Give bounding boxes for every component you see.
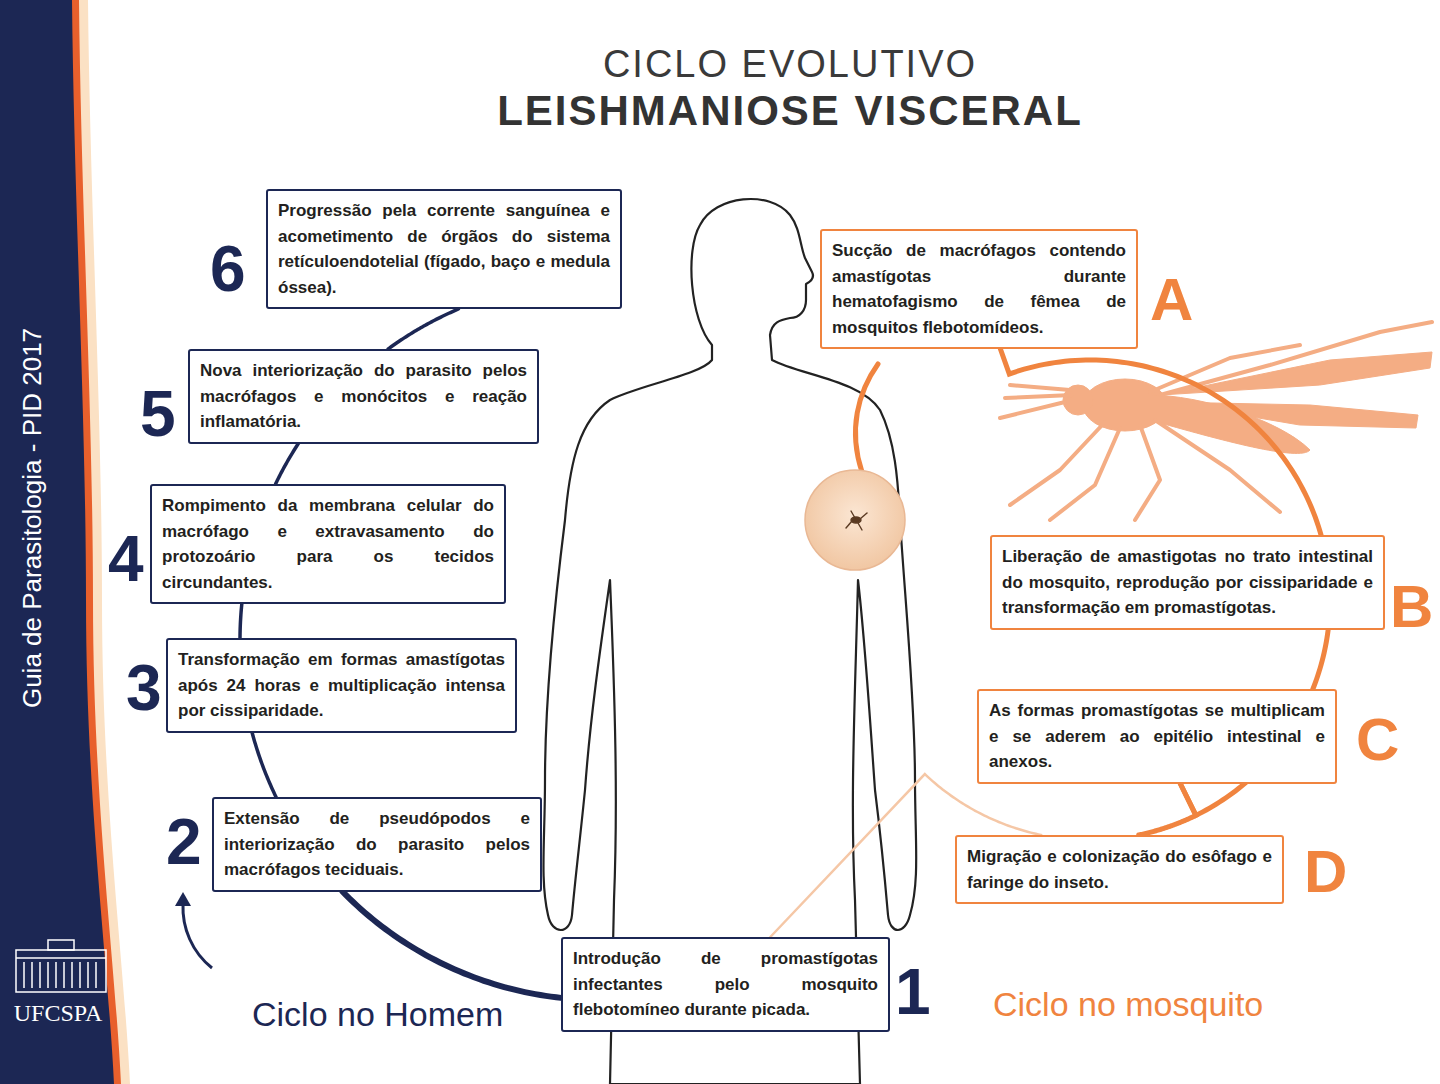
step-text: Transformação em formas amastígotas após… xyxy=(178,647,505,724)
cycle-connector xyxy=(252,733,276,798)
process-box: Progressão pela corrente sanguínea e aco… xyxy=(266,189,622,309)
callout-number: 5 xyxy=(140,382,176,446)
step-text: Introdução de promastígotas infectantes … xyxy=(573,946,878,1023)
step-text: Extensão de pseudópodos e interiorização… xyxy=(224,806,530,883)
cycle-connector xyxy=(1139,784,1196,836)
process-box: Rompimento da membrana celular do macróf… xyxy=(150,484,506,604)
callout-number: 2 xyxy=(166,810,202,874)
callout-number: 6 xyxy=(210,237,246,301)
process-box: Introdução de promastígotas infectantes … xyxy=(561,937,890,1032)
callout-letter: A xyxy=(1150,270,1193,330)
callout-number: 4 xyxy=(108,527,144,591)
cycle-caption: Ciclo no Homem xyxy=(252,994,503,1035)
cycle-arc xyxy=(855,364,878,472)
step-text: Migração e colonização do esôfago e fari… xyxy=(967,844,1272,895)
process-box: Extensão de pseudópodos e interiorização… xyxy=(212,797,542,892)
mosquito-illustration xyxy=(1000,322,1432,520)
callout-letter: C xyxy=(1356,710,1399,770)
cycle-connector xyxy=(1000,349,1321,535)
sidebar-text: Guia de Parasitologia - PID 2017 xyxy=(14,288,50,748)
cycle-connector xyxy=(342,892,561,998)
step-text: Progressão pela corrente sanguínea e aco… xyxy=(278,198,610,300)
step-text: Sucção de macrófagos contendo amastígota… xyxy=(832,238,1126,340)
bite-detail xyxy=(805,470,905,570)
diagram-title: LEISHMANIOSE VISCERAL xyxy=(340,88,1240,134)
process-box: Sucção de macrófagos contendo amastígota… xyxy=(820,229,1138,349)
process-box: Transformação em formas amastígotas após… xyxy=(166,638,517,733)
subtitle: CICLO EVOLUTIVO xyxy=(390,44,1190,86)
step-text: Liberação de amastigotas no trato intest… xyxy=(1002,544,1373,621)
sidebar-band xyxy=(0,0,114,1084)
cycle-connector xyxy=(388,309,458,349)
cycle-connector xyxy=(240,604,242,638)
direction-arrow xyxy=(175,892,191,906)
process-box: Migração e colonização do esôfago e fari… xyxy=(955,835,1284,904)
cycle-caption: Ciclo no mosquito xyxy=(993,984,1263,1025)
sidebar-stripe xyxy=(0,0,121,1084)
callout-number: 3 xyxy=(126,656,162,720)
process-box: Nova interiorização do parasito pelos ma… xyxy=(188,349,539,444)
callout-letter: D xyxy=(1304,842,1347,902)
step-text: Rompimento da membrana celular do macróf… xyxy=(162,493,494,595)
direction-arrow xyxy=(183,904,212,968)
process-box: Liberação de amastigotas no trato intest… xyxy=(990,535,1385,630)
mosquito-icon xyxy=(846,511,867,530)
step-text: Nova interiorização do parasito pelos ma… xyxy=(200,358,527,435)
callout-number: 1 xyxy=(895,960,931,1024)
cycle-connector xyxy=(276,444,299,485)
logo-icon xyxy=(16,940,106,992)
process-box: As formas promastígotas se multiplicam e… xyxy=(977,689,1337,784)
logo-text: UFCSPA xyxy=(10,1000,106,1026)
callout-letter: B xyxy=(1390,577,1433,637)
step-text: As formas promastígotas se multiplicam e… xyxy=(989,698,1325,775)
